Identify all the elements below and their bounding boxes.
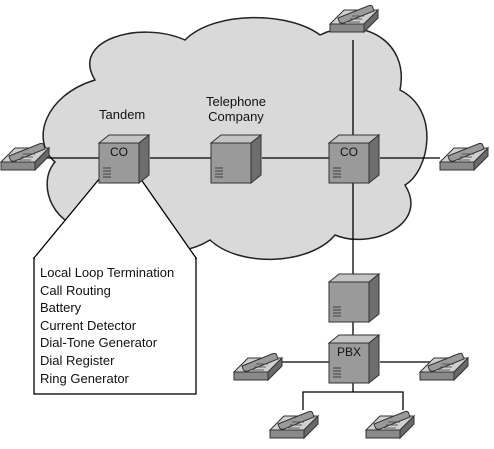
telephone-icon [439, 142, 489, 171]
telephone-icon [365, 410, 415, 439]
list-item: Local Loop Termination [40, 265, 175, 280]
central-office-label: CO [340, 145, 358, 159]
telephone-company-switch [210, 134, 262, 184]
pbx-switch [328, 334, 380, 384]
tandem-label: Tandem [99, 107, 146, 122]
telephone-company-label-line1: Telephone [206, 94, 266, 109]
link-pbx-bottom-phones [302, 391, 404, 410]
telephone-icon [0, 142, 50, 171]
pbx-upper-unit [328, 273, 380, 323]
list-item: Call Routing [40, 282, 111, 298]
telephone-icon [419, 352, 469, 381]
callout-box [33, 257, 197, 395]
tandem-co-label: CO [110, 145, 128, 159]
list-item: Dial Register [40, 352, 115, 368]
telephone-icon [269, 410, 319, 439]
list-item: Ring Generator [40, 370, 129, 386]
central-office-switch [328, 134, 380, 184]
telephone-icon [233, 352, 283, 381]
telephone-company-label-line2: Company [208, 109, 264, 124]
telephone-icon [329, 4, 379, 33]
list-item: Battery [40, 300, 82, 316]
co-functions-list: Local Loop Termination Call Routing Batt… [40, 264, 174, 387]
pbx-label: PBX [336, 345, 361, 359]
tandem-co-switch [98, 134, 150, 184]
list-item: Current Detector [40, 317, 137, 333]
telephone-company-label: Telephone Company [198, 94, 274, 124]
list-item: Dial-Tone Generator [40, 335, 158, 351]
